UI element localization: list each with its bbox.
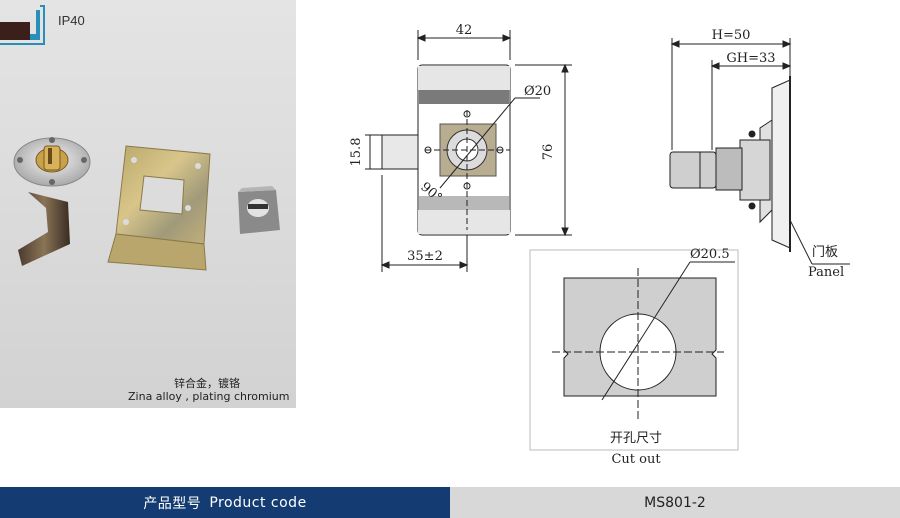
- lock-body-photo: [13, 137, 91, 266]
- ip-rating-icon: [0, 5, 45, 45]
- dim-offset: 15.8: [349, 138, 364, 167]
- dim-cutout-diameter: Ø20.5: [690, 247, 730, 262]
- product-code-label-cn: 产品型号: [143, 495, 202, 512]
- dim-width: 42: [456, 23, 473, 38]
- panel-label-en: Panel: [808, 265, 844, 280]
- technical-drawing: 42 Ø20 76 15.8 90° 35±2 H=50 GH=33 Ø20.5…: [349, 23, 850, 467]
- product-code-value: MS801-2: [450, 487, 900, 518]
- dim-diameter: Ø20: [524, 84, 551, 99]
- product-photo-panel: IP40: [0, 0, 296, 408]
- dim-length: 35±2: [407, 249, 443, 264]
- dim-height: 76: [541, 144, 556, 161]
- dim-H: H=50: [712, 28, 751, 43]
- ip-rating-label: IP40: [58, 13, 85, 28]
- product-code-label-en: Product code: [209, 494, 307, 511]
- product-code-label: 产品型号 Product code: [0, 487, 450, 518]
- product-footer: 产品型号 Product code MS801-2: [0, 487, 900, 518]
- material-label-cn: 锌合金，镀铬: [174, 377, 240, 390]
- panel-label-cn: 门板: [812, 245, 838, 260]
- plastic-cap-photo: [238, 186, 280, 234]
- material-label-en: Zina alloy , plating chromium: [128, 390, 290, 403]
- mounting-bracket-photo: [107, 145, 211, 271]
- dim-GH: GH=33: [726, 51, 775, 66]
- cutout-label-en: Cut out: [611, 452, 661, 467]
- cutout-label-cn: 开孔尺寸: [610, 431, 662, 446]
